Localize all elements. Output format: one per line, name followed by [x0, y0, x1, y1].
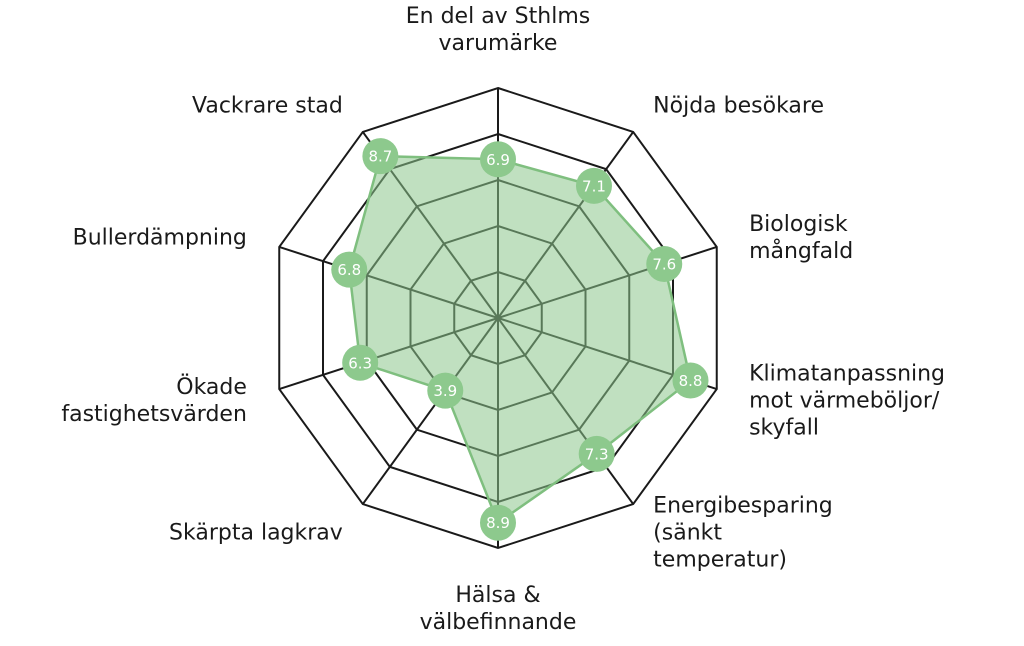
- data-point-marker: [646, 245, 683, 282]
- data-value-label: 7.6: [652, 255, 676, 273]
- series-area: [347, 154, 692, 525]
- data-point-marker: [480, 141, 516, 178]
- data-value-label: 6.8: [337, 261, 361, 279]
- data-point-9: 8.7: [362, 138, 399, 175]
- data-point-marker: [575, 167, 612, 204]
- axis-label-8: Bullerdämpning: [73, 225, 247, 250]
- data-value-label: 6.9: [486, 151, 510, 169]
- data-value-label: 7.1: [582, 177, 606, 195]
- data-value-label: 8.7: [368, 148, 392, 166]
- data-point-1: 7.1: [575, 167, 612, 204]
- data-point-marker: [342, 344, 379, 381]
- data-value-label: 8.9: [486, 514, 510, 532]
- data-point-4: 7.3: [578, 435, 615, 472]
- data-value-label: 8.8: [679, 372, 703, 390]
- data-point-2: 7.6: [646, 245, 683, 282]
- data-point-marker: [427, 372, 464, 409]
- data-point-3: 8.8: [672, 362, 709, 399]
- data-point-7: 6.3: [342, 344, 379, 381]
- data-markers: 6.9 7.1 7.6 8.8 7.3 8.9 3.9 6.3 6.8 8.7: [331, 138, 709, 541]
- axis-label-6: Skärpta lagkrav: [169, 521, 343, 546]
- data-point-6: 3.9: [427, 372, 464, 409]
- data-point-marker: [672, 362, 709, 399]
- data-point-marker: [331, 251, 368, 288]
- axis-label-9: Vackrare stad: [192, 93, 343, 118]
- data-point-marker: [480, 504, 516, 541]
- data-value-label: 7.3: [585, 445, 609, 463]
- data-point-5: 8.9: [480, 504, 516, 541]
- data-value-label: 3.9: [433, 382, 457, 400]
- data-point-8: 6.8: [331, 251, 368, 288]
- axis-label-5: Hälsa &välbefinnande: [420, 583, 577, 635]
- data-point-marker: [362, 138, 399, 175]
- data-value-label: 6.3: [348, 354, 372, 372]
- axis-label-1: Nöjda besökare: [653, 93, 824, 118]
- data-point-marker: [578, 435, 615, 472]
- data-point-0: 6.9: [480, 141, 516, 178]
- data-series: [347, 154, 692, 525]
